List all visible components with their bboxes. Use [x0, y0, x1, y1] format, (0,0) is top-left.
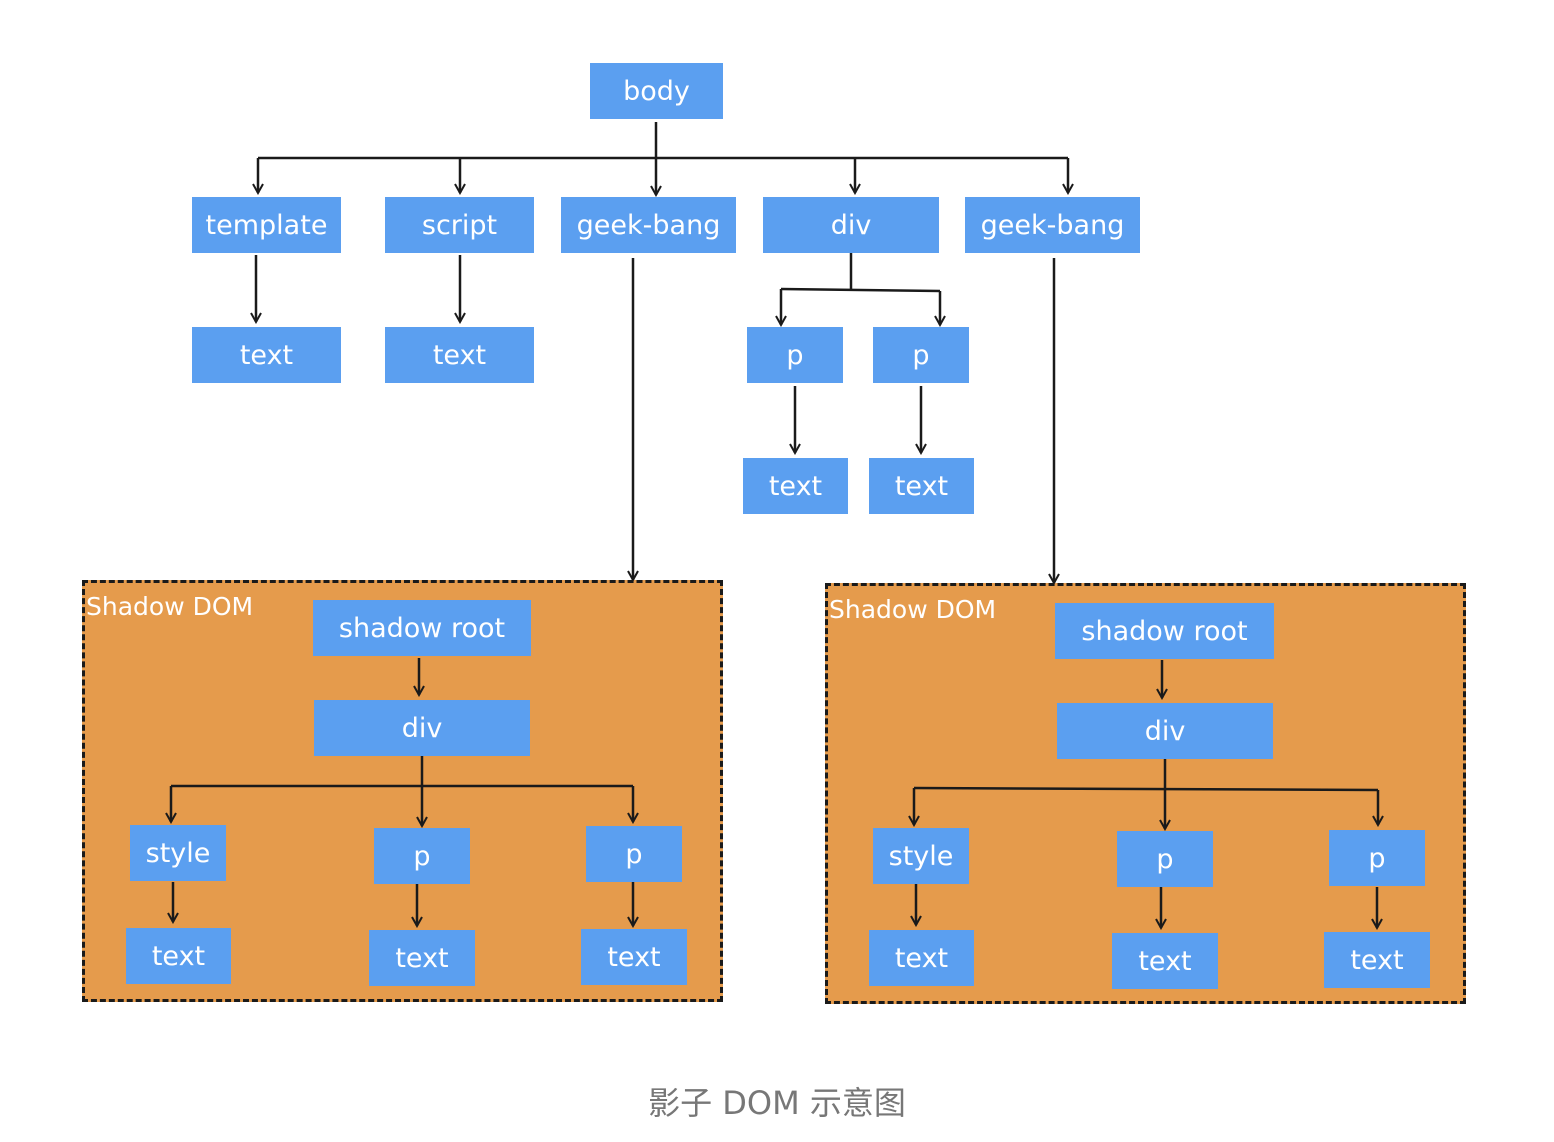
node-s2-p1: p [1117, 831, 1213, 887]
node-div-p1-text: text [743, 458, 848, 514]
node-body: body [590, 63, 723, 119]
node-s2-p2-text: text [1324, 932, 1430, 988]
node-s2-style-text: text [869, 930, 974, 986]
node-template-text: text [192, 327, 341, 383]
node-s1-p2-text: text [581, 929, 687, 985]
node-geek-bang-2: geek-bang [965, 197, 1140, 253]
node-s1-style-text: text [126, 928, 231, 984]
node-div-p2-text: text [869, 458, 974, 514]
node-s1-p1-text: text [369, 930, 475, 986]
node-s1-shadow-root: shadow root [313, 600, 531, 656]
diagram-caption: 影子 DOM 示意图 [648, 1084, 906, 1122]
shadow-dom-label-left: Shadow DOM [86, 592, 254, 621]
node-s2-div: div [1057, 703, 1273, 759]
node-s1-p2: p [586, 826, 682, 882]
node-script-text: text [385, 327, 534, 383]
node-geek-bang-1: geek-bang [561, 197, 736, 253]
node-s1-style: style [130, 825, 226, 881]
node-div: div [763, 197, 939, 253]
edge-div-bus [780, 287, 941, 293]
node-div-p1: p [747, 327, 843, 383]
node-s2-shadow-root: shadow root [1055, 603, 1274, 659]
node-s1-div: div [314, 700, 530, 756]
node-script: script [385, 197, 534, 253]
node-template: template [192, 197, 341, 253]
shadow-dom-label-right: Shadow DOM [829, 595, 997, 624]
node-s1-p1: p [374, 828, 470, 884]
node-s2-p2: p [1329, 830, 1425, 886]
node-s2-p1-text: text [1112, 933, 1218, 989]
node-div-p2: p [873, 327, 969, 383]
node-s2-style: style [873, 828, 969, 884]
